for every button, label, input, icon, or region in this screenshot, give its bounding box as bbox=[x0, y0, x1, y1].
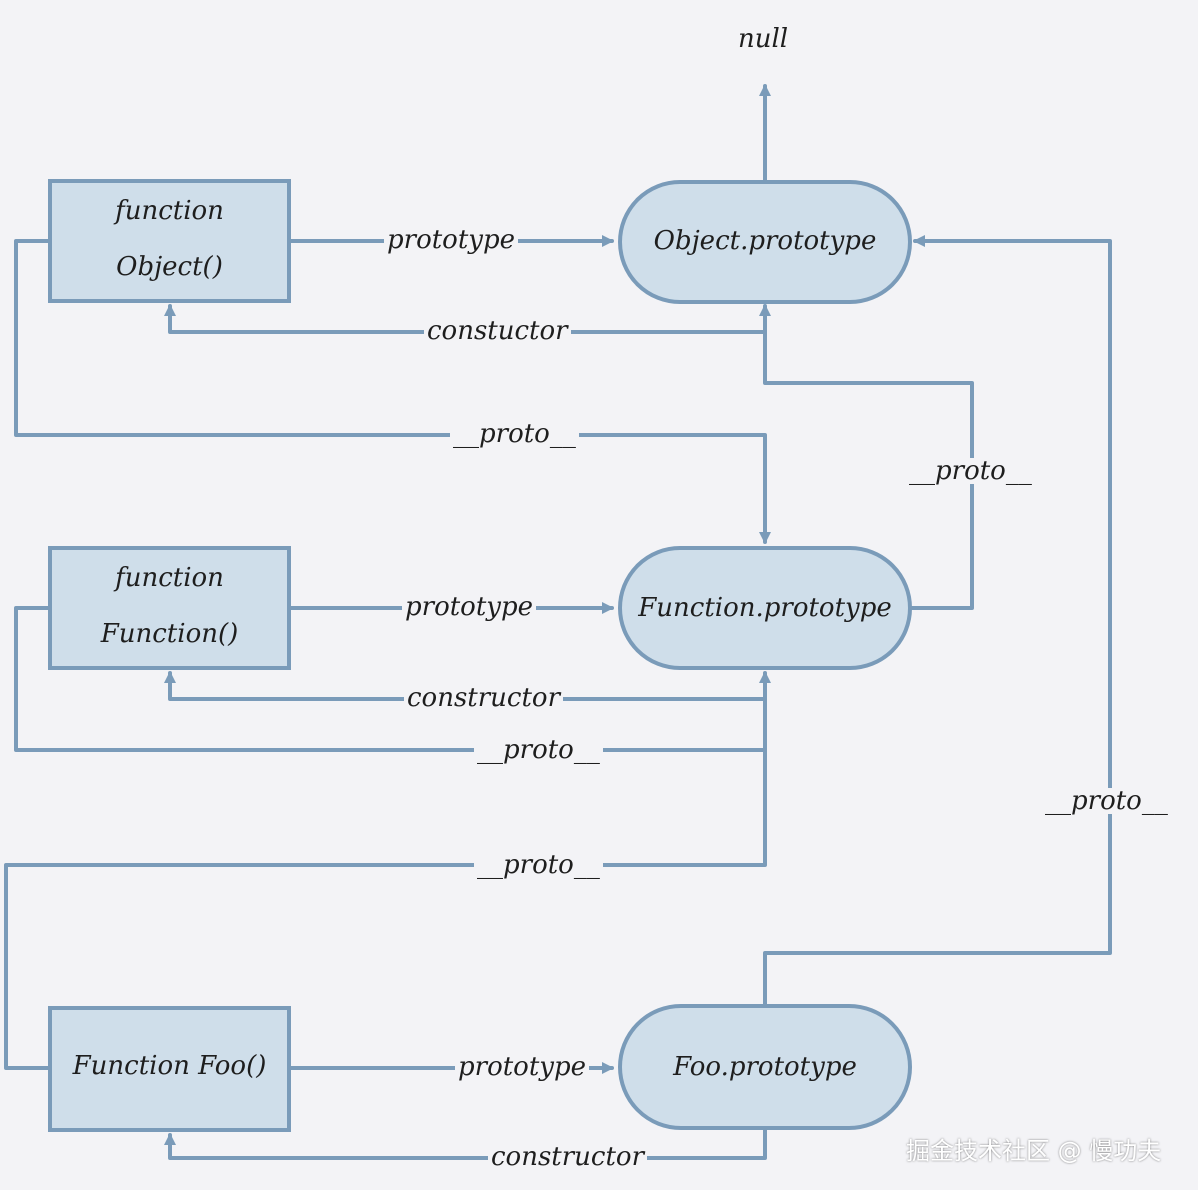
function-proto-proto-edge-label: __proto__ bbox=[906, 458, 1035, 484]
function-prototype-node bbox=[618, 546, 912, 670]
function-fn-proto-edge-label: __proto__ bbox=[474, 737, 603, 763]
edge-function-constructor bbox=[164, 671, 767, 701]
foo-function-label: Function Foo() bbox=[72, 1051, 267, 1081]
foo-constructor-edge-label: constructor bbox=[488, 1144, 648, 1170]
object-prototype-label: Object.prototype bbox=[653, 226, 877, 256]
object-constructor-edge-label: constuctor bbox=[424, 318, 571, 344]
function-constructor-edge-label: constructor bbox=[404, 685, 564, 711]
function-prototype-label: Function.prototype bbox=[638, 593, 892, 623]
foo-proto-proto-edge-label: __proto__ bbox=[1042, 788, 1171, 814]
edge-function-proto-proto bbox=[759, 304, 974, 610]
object-fn-proto-edge-label: __proto__ bbox=[450, 421, 579, 447]
null-label: null bbox=[738, 24, 789, 54]
edge-object-fn-proto bbox=[14, 239, 771, 544]
foo-prototype-label: Foo.prototype bbox=[673, 1052, 857, 1082]
object-function-line2: Object() bbox=[116, 252, 223, 282]
function-prototype-edge-label: prototype bbox=[402, 594, 536, 620]
object-prototype-node bbox=[618, 180, 912, 304]
function-function-line2: Function() bbox=[100, 619, 239, 649]
edge-function-fn-proto bbox=[14, 606, 771, 752]
object-prototype-edge-label: prototype bbox=[384, 227, 518, 253]
edge-foo-fn-proto bbox=[4, 748, 767, 1070]
foo-prototype-edge-label: prototype bbox=[455, 1054, 589, 1080]
edge-foo-proto-proto bbox=[763, 235, 1112, 1007]
edge-foo-constructor bbox=[164, 1128, 767, 1160]
foo-function-box bbox=[48, 1006, 291, 1132]
object-function-line1: function bbox=[115, 196, 224, 226]
foo-prototype-node bbox=[618, 1004, 912, 1130]
object-function-box bbox=[48, 179, 291, 303]
function-function-box bbox=[48, 546, 291, 670]
watermark: 掘金技术社区 @ 慢功夫 bbox=[906, 1137, 1162, 1165]
function-function-line1: function bbox=[115, 563, 224, 593]
foo-fn-proto-edge-label: __proto__ bbox=[474, 852, 603, 878]
